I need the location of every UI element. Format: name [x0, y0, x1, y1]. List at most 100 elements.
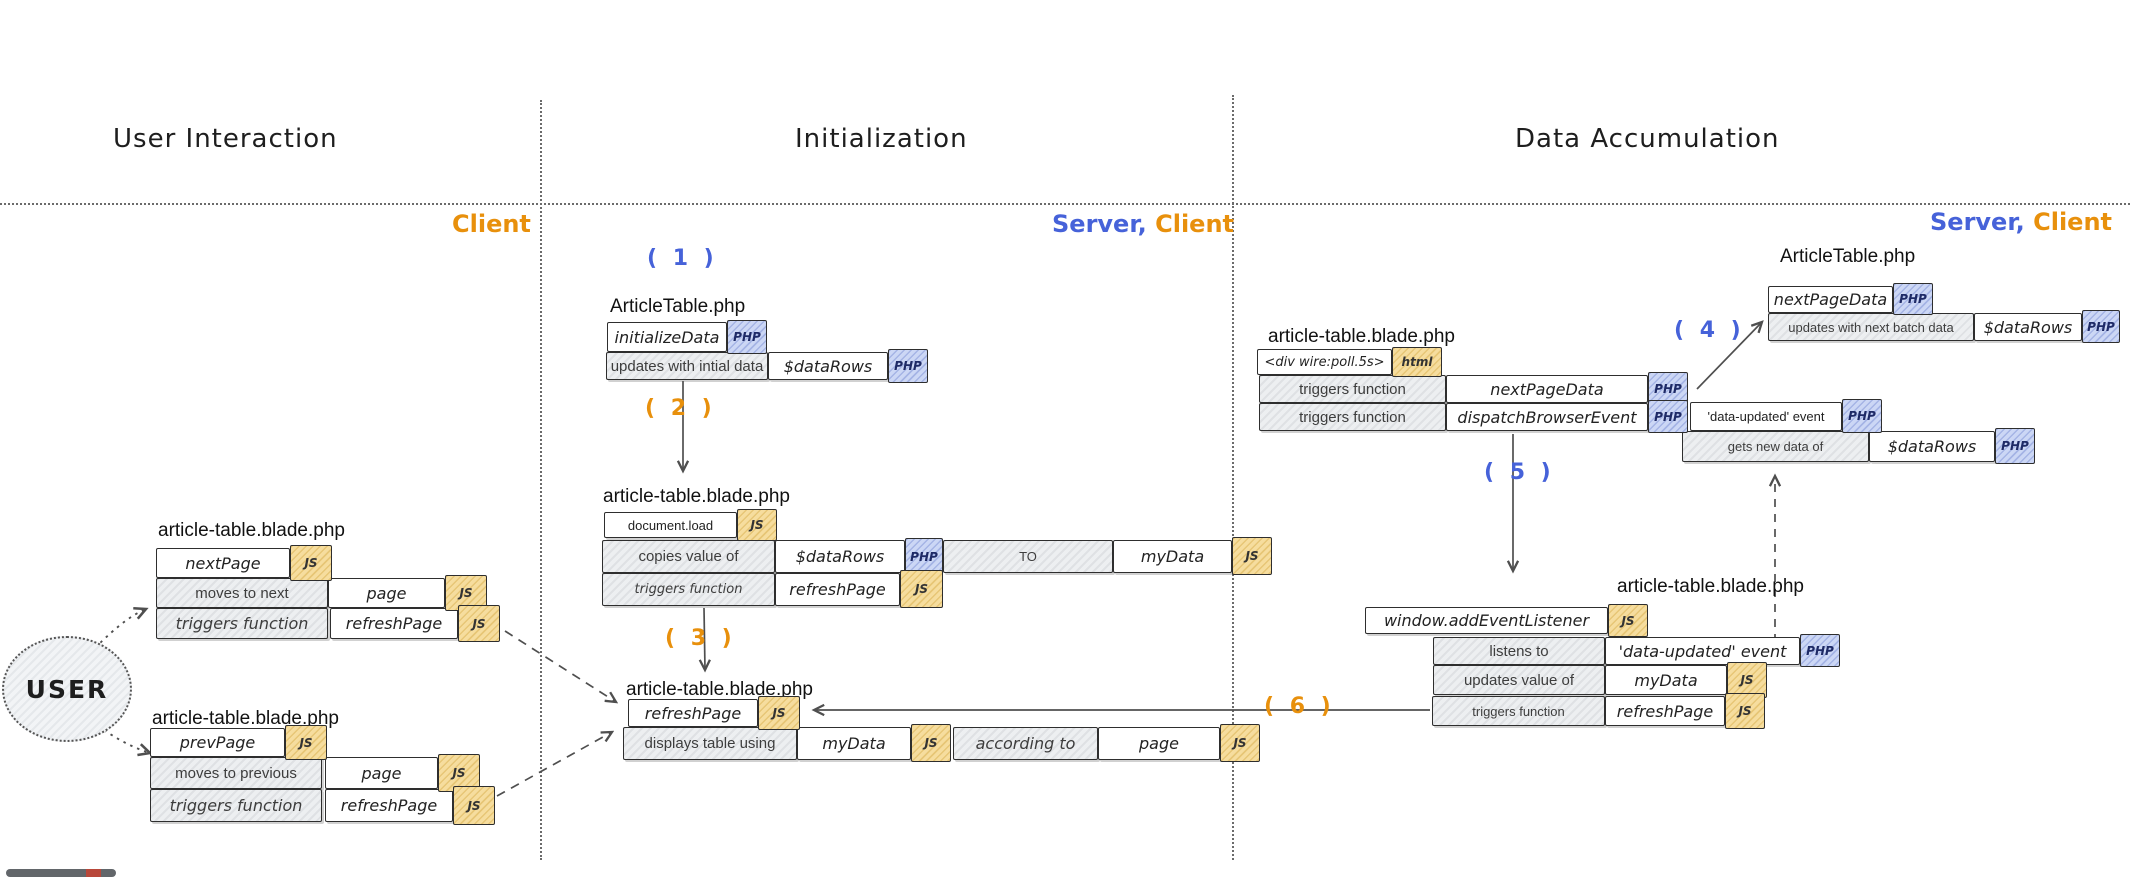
js-badge: JS — [737, 509, 777, 541]
cell-triggers-function: triggers function — [602, 573, 775, 606]
js-badge: JS — [1727, 662, 1767, 698]
arrow-step-3 — [698, 607, 711, 673]
php-badge: PHP — [727, 320, 767, 354]
user-ellipse: USER — [2, 636, 132, 742]
cell-triggers-function: triggers function — [1432, 696, 1605, 726]
js-badge: JS — [1232, 537, 1272, 575]
block-title-listener-blade: article-table.blade.php — [1617, 576, 1804, 597]
block-title-refresh-blade: article-table.blade.php — [626, 679, 813, 700]
cell-triggers-function: triggers function — [1259, 375, 1446, 403]
cell-updates-with-next-batch-data: updates with next batch data — [1768, 313, 1974, 341]
cell-data-updated-event: 'data-updated' event — [1605, 637, 1800, 665]
arrow-user-to-prevpage — [97, 725, 153, 757]
cell-mydata: myData — [1113, 540, 1232, 573]
php-badge: PHP — [1893, 283, 1933, 315]
cell-updates-value-of: updates value of — [1433, 665, 1605, 695]
js-badge: JS — [285, 725, 327, 760]
arrow-prevpage-to-refresh — [496, 730, 615, 797]
cell-dispatchbrowserevent: dispatchBrowserEvent — [1446, 403, 1648, 431]
cell-data-updated-event: 'data-updated' event — [1690, 402, 1842, 431]
user-label: USER — [25, 674, 109, 704]
step-4-label: ( 4 ) — [1674, 318, 1745, 343]
cell-datarows: $dataRows — [1974, 313, 2082, 341]
cell-updates-with-intial-data: updates with intial data — [606, 352, 768, 380]
cell-listens-to: listens to — [1433, 637, 1605, 665]
cell-refreshpage: refreshPage — [628, 699, 758, 727]
js-badge: JS — [438, 754, 480, 792]
arrow-step-4 — [1696, 320, 1764, 390]
cell-datarows: $dataRows — [775, 540, 905, 573]
php-badge: PHP — [1648, 372, 1688, 405]
step-1-label: ( 1 ) — [647, 246, 718, 271]
lane-label-server-client-right: Server, Client — [1930, 208, 2112, 236]
block-title-server-component: ArticleTable.php — [1780, 246, 1916, 267]
block-title-nav-next: article-table.blade.php — [158, 520, 345, 541]
lane-label-client-mid: Client — [1155, 210, 1235, 238]
html-badge: html — [1392, 347, 1442, 377]
cell-copies-value-of: copies value of — [602, 540, 775, 573]
section-header-data-accumulation: Data Accumulation — [1515, 124, 1780, 154]
lane-label-client-right: Client — [2033, 208, 2113, 236]
php-badge: PHP — [1648, 400, 1688, 433]
lane-divider-vertical-2 — [1232, 95, 1234, 860]
lane-label-client-left: Client — [452, 210, 531, 238]
block-title-init-blade: article-table.blade.php — [603, 486, 790, 507]
cell-refreshpage: refreshPage — [330, 608, 458, 639]
js-badge: JS — [453, 786, 495, 825]
cell-page: page — [325, 757, 438, 789]
cell-page: page — [328, 578, 445, 608]
js-badge: JS — [1608, 604, 1648, 637]
cell-window-addeventlistener: window.addEventListener — [1365, 607, 1608, 634]
js-badge: JS — [911, 724, 951, 762]
php-badge: PHP — [888, 349, 928, 383]
lane-label-server-client-mid: Server, Client — [1052, 210, 1234, 238]
section-header-initialization: Initialization — [795, 124, 968, 154]
js-badge: JS — [1220, 724, 1260, 762]
cell-document-load: document.load — [604, 512, 737, 538]
cell-gets-new-data-of: gets new data of — [1682, 431, 1869, 462]
js-badge: JS — [1725, 693, 1765, 729]
cell-according-to: according to — [953, 727, 1098, 760]
cell-nextpagedata: nextPageData — [1446, 375, 1648, 403]
php-badge: PHP — [1800, 634, 1840, 667]
block-title-poll-blade: article-table.blade.php — [1268, 326, 1455, 347]
cell-div-wire-poll: <div wire:poll.5s> — [1257, 349, 1392, 375]
lane-label-server-right: Server, — [1930, 208, 2025, 236]
lane-divider-vertical-1 — [540, 100, 542, 860]
bottom-bar — [6, 869, 116, 877]
php-badge: PHP — [1842, 399, 1882, 433]
cell-datarows: $dataRows — [768, 352, 888, 380]
js-badge: JS — [458, 605, 500, 642]
cell-mydata: myData — [797, 727, 911, 760]
cell-initializedata: initializeData — [607, 322, 727, 352]
php-badge: PHP — [2082, 310, 2120, 343]
step-5-label: ( 5 ) — [1484, 460, 1555, 485]
step-3-label: ( 3 ) — [665, 626, 736, 651]
cell-moves-to-next: moves to next — [156, 578, 328, 608]
php-badge: PHP — [905, 538, 943, 575]
cell-prevpage: prevPage — [150, 728, 285, 757]
cell-triggers-function: triggers function — [1259, 403, 1446, 431]
cell-nextpage: nextPage — [156, 548, 290, 578]
cell-datarows: $dataRows — [1869, 431, 1995, 462]
cell-moves-to-previous: moves to previous — [150, 757, 322, 789]
js-badge: JS — [900, 570, 943, 608]
lane-divider-horizontal — [0, 203, 2130, 205]
section-header-user-interaction: User Interaction — [113, 124, 338, 154]
js-badge: JS — [758, 696, 800, 730]
cell-page: page — [1098, 727, 1220, 760]
cell-refreshpage: refreshPage — [775, 573, 900, 606]
cell-displays-table-using: displays table using — [623, 727, 797, 760]
block-title-nav-prev: article-table.blade.php — [152, 708, 339, 729]
js-badge: JS — [290, 545, 332, 581]
cell-to: TO — [943, 540, 1113, 573]
cell-refreshpage: refreshPage — [1605, 696, 1725, 726]
js-badge: JS — [445, 575, 487, 611]
cell-nextpagedata: nextPageData — [1768, 286, 1893, 313]
cell-triggers-function: triggers function — [156, 608, 328, 639]
block-title-init-component: ArticleTable.php — [610, 296, 746, 317]
cell-triggers-function: triggers function — [150, 789, 322, 822]
cell-mydata: myData — [1605, 665, 1727, 695]
